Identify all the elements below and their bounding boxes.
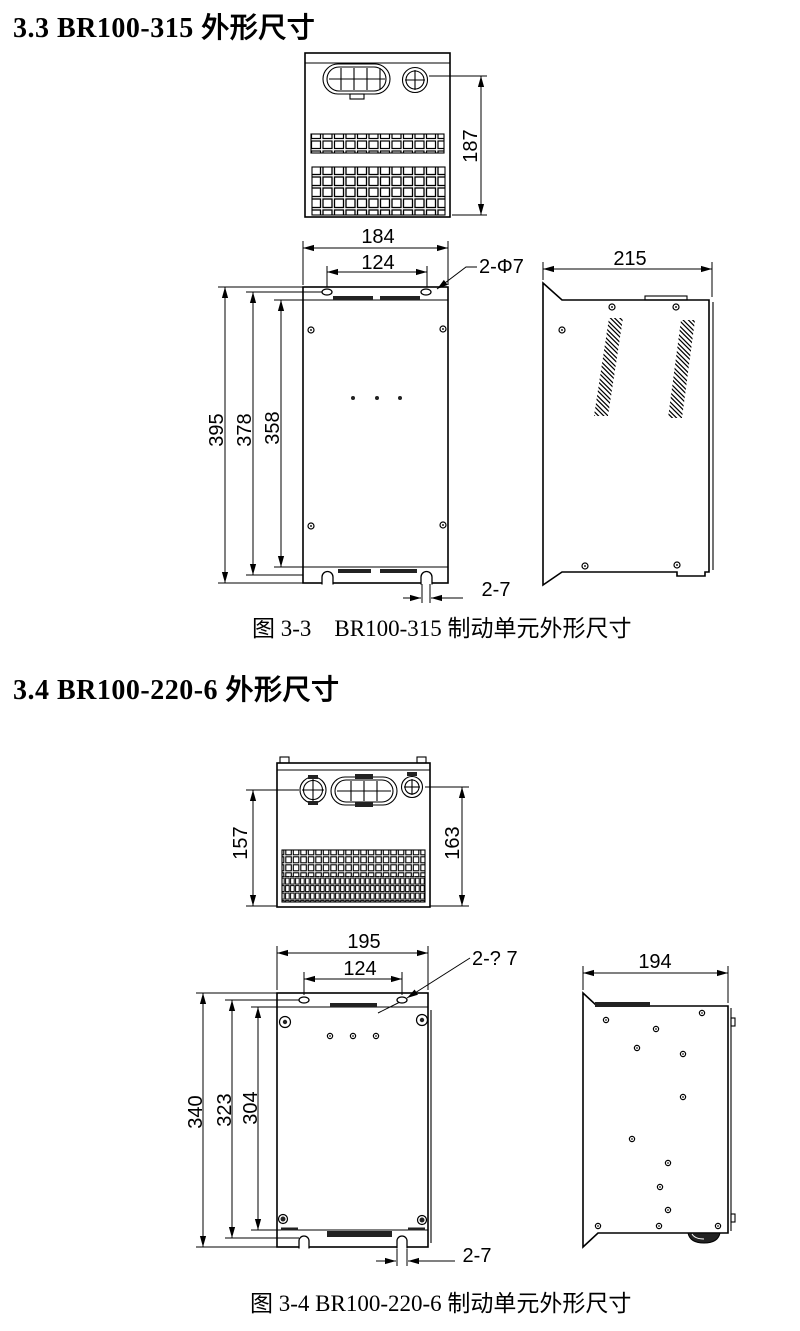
keyhole-slot — [420, 570, 433, 585]
side-view: 194 — [582, 951, 736, 1249]
vent-grid-lower — [312, 167, 445, 215]
top-view: 187 — [304, 52, 487, 218]
top-view: 157 163 — [230, 756, 469, 908]
vent-slots-left — [594, 318, 623, 416]
top-view-outline — [304, 52, 451, 218]
dim-label-top-height: 187 — [460, 129, 482, 162]
dim-label-hole-span: 124 — [361, 252, 394, 274]
keyhole-slot — [396, 1235, 408, 1249]
vent-slots-right — [668, 320, 695, 418]
section-3-3-heading: 3.3 BR100-315 外形尺寸 — [13, 13, 316, 44]
dim-label-inner-height: 358 — [262, 411, 284, 444]
dim-label-mid-height: 378 — [234, 413, 256, 446]
figure-3-3-drawing: 187 184 124 2-Φ7 — [206, 52, 714, 603]
figure-3-3-caption: 图 3-3 BR100-315 制动单元外形尺寸 — [252, 616, 632, 641]
figure-3-4-drawing: 157 163 195 124 2-? 7 — [185, 756, 736, 1267]
front-view: 184 124 2-Φ7 — [206, 226, 524, 603]
dim-label-width: 195 — [347, 931, 380, 953]
dim-label-slot-callout: 2-7 — [482, 579, 511, 601]
cable-grommet-circle — [400, 775, 424, 799]
dim-label-top-height-right: 163 — [442, 826, 464, 859]
dim-label-hole-span: 124 — [343, 958, 376, 980]
vent-grid-upper — [282, 850, 425, 876]
vent-grid-upper — [311, 134, 444, 153]
dim-label-mid-height: 323 — [214, 1093, 236, 1126]
mounting-hole — [321, 288, 333, 296]
section-3-4-heading: 3.4 BR100-220-6 外形尺寸 — [13, 675, 340, 706]
front-view-outline — [302, 286, 449, 584]
mounting-hole — [298, 996, 310, 1004]
dim-label-depth: 194 — [638, 951, 671, 973]
mounting-hole — [420, 288, 432, 296]
dim-label-slot-callout: 2-7 — [463, 1245, 492, 1267]
dim-label-inner-height: 304 — [240, 1091, 262, 1124]
dim-label-overall-height: 340 — [185, 1095, 207, 1128]
dim-label-hole-callout: 2-Φ7 — [479, 256, 524, 278]
front-view-outline — [276, 992, 429, 1248]
bottom-grommet — [687, 1232, 721, 1244]
keyhole-slot — [298, 1235, 310, 1249]
dim-label-top-height-left: 157 — [230, 826, 252, 859]
dim-label-depth: 215 — [613, 248, 646, 270]
cable-grommet-circle — [401, 66, 429, 94]
mounting-hole — [396, 996, 408, 1004]
front-view: 195 124 2-? 7 — [185, 931, 518, 1267]
top-view-outline — [276, 762, 431, 908]
side-view: 215 — [542, 248, 714, 587]
dim-label-hole-callout: 2-? 7 — [472, 948, 518, 970]
grommet-tab — [349, 93, 365, 100]
dim-label-width: 184 — [361, 226, 394, 248]
vent-grid-lower — [282, 876, 425, 902]
keyhole-slot — [321, 570, 334, 585]
figure-3-4-caption: 图 3-4 BR100-220-6 制动单元外形尺寸 — [250, 1291, 632, 1316]
dim-label-overall-height: 395 — [206, 413, 228, 446]
